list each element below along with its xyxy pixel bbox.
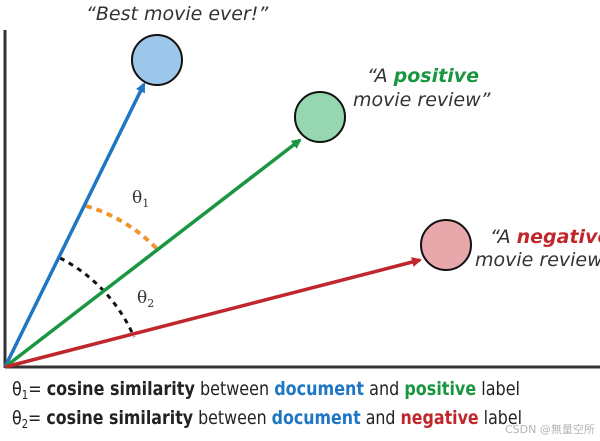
watermark: CSDN @無量空所 [505, 422, 595, 436]
positive-vector-arrow [3, 138, 302, 369]
negative-vector-arrow [4, 257, 422, 369]
positive-circle [294, 91, 346, 143]
document-label: “Best movie ever!” [86, 3, 268, 25]
theta1-arc [85, 204, 160, 252]
legend-line-2: θ2= cosine similarity between document a… [12, 407, 522, 431]
theta2-arc [59, 256, 136, 338]
legend-line-1: θ1= cosine similarity between document a… [12, 378, 520, 402]
positive-label-line1: “A positive [367, 65, 479, 87]
negative-label-line2: movie review” [475, 249, 600, 271]
theta2-label: θ2 [137, 288, 154, 310]
document-circle [131, 34, 183, 86]
negative-circle [420, 219, 472, 271]
document-vector-arrow [3, 82, 146, 368]
positive-label-line2: movie review” [353, 89, 491, 111]
theta1-label: θ1 [132, 188, 149, 210]
negative-label-line1: “A negative [490, 226, 600, 248]
